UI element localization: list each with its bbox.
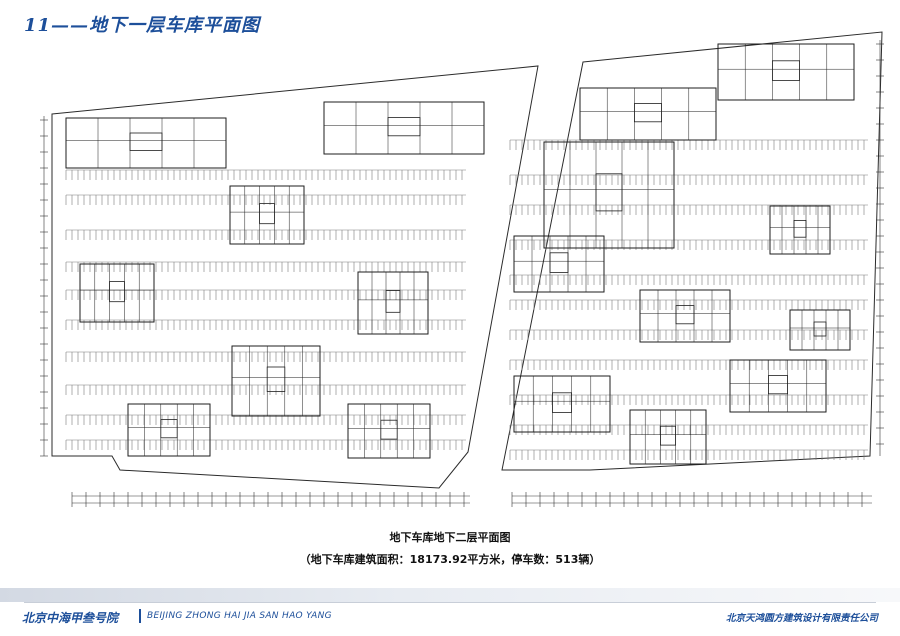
footer-company-name: 北京天鸿圆方建筑设计有限责任公司 <box>725 613 878 624</box>
page-title: 11——地下一层车库平面图 <box>24 15 261 36</box>
footer-project-name-cn: 北京中海甲叁号院 <box>22 611 119 625</box>
residential-tower <box>513 375 611 433</box>
residential-tower <box>789 309 851 351</box>
drawing-caption-detail: （地下车库建筑面积：18173.92平方米，停车数：513辆） <box>299 553 601 566</box>
residential-tower <box>543 141 675 249</box>
footer-band <box>0 588 900 602</box>
residential-tower <box>579 87 717 141</box>
footer-project-name-en: BEIJING ZHONG HAI JIA SAN HAO YANG <box>147 611 332 621</box>
residential-tower <box>231 345 321 417</box>
left-parking-grid <box>65 169 466 450</box>
residential-tower <box>729 359 827 413</box>
residential-tower <box>639 289 731 343</box>
site-boundary-right <box>501 31 883 471</box>
footer-divider <box>24 602 876 603</box>
residential-tower <box>229 185 305 245</box>
residential-tower <box>717 43 855 101</box>
residential-tower <box>323 101 485 155</box>
footer: 北京中海甲叁号院 BEIJING ZHONG HAI JIA SAN HAO Y… <box>0 602 900 636</box>
right-parking-grid <box>509 139 868 460</box>
residential-tower <box>769 205 831 255</box>
residential-tower <box>629 409 707 465</box>
residential-tower <box>347 403 431 459</box>
residential-tower <box>513 235 605 293</box>
residential-tower <box>127 403 211 457</box>
residential-tower <box>79 263 155 323</box>
residential-tower <box>65 117 227 169</box>
drawing-caption-title: 地下车库地下二层平面图 <box>389 531 511 544</box>
footer-separator <box>139 609 141 623</box>
residential-tower <box>357 271 429 335</box>
site-boundary-left <box>51 65 539 489</box>
